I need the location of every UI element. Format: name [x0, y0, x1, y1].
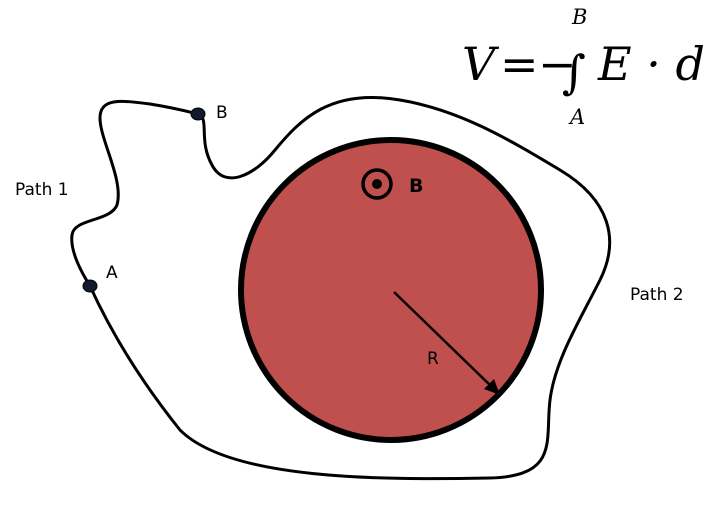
- path-2-curve: [88, 95, 612, 481]
- point-b-marker: [190, 107, 206, 121]
- equation-minus: −: [538, 37, 577, 91]
- magnetic-field-label: B: [409, 175, 423, 197]
- potential-equation: V = − ∫ B A E · dl: [462, 5, 706, 129]
- integral-upper-limit: B: [571, 5, 587, 29]
- equation-equals: =: [500, 37, 539, 91]
- path-1-curve: [70, 99, 200, 288]
- equation-integrand: E · dl: [597, 37, 706, 91]
- out-of-page-dot-icon: [361, 168, 393, 200]
- point-b-label: B: [216, 103, 228, 123]
- point-a-label: A: [106, 263, 118, 283]
- radius-arrow-line: [393, 291, 493, 388]
- path-2-label: Path 2: [630, 285, 684, 305]
- equation-lhs: V: [462, 37, 500, 91]
- radius-label: R: [427, 349, 439, 369]
- integral-lower-limit: A: [568, 105, 585, 129]
- integral-sign: ∫: [562, 45, 586, 99]
- point-a-marker: [82, 279, 98, 293]
- path-1-label: Path 1: [15, 180, 69, 200]
- radius-arrow-head: [484, 379, 500, 395]
- charged-disk: [238, 137, 544, 443]
